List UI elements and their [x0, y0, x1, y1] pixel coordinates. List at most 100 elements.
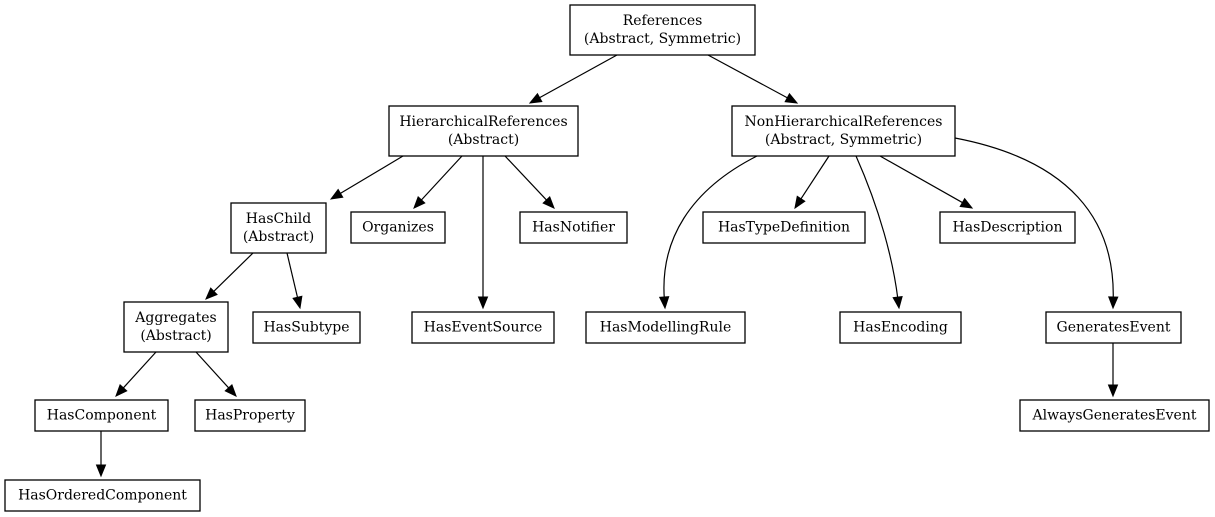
edge-non-hierarchical-references-to-generates-event	[954, 137, 1119, 310]
node-has-event-source: HasEventSource	[411, 311, 555, 344]
edge-hierarchical-references-to-has-event-source-arrowhead	[477, 296, 489, 310]
node-has-child: HasChild (Abstract)	[230, 202, 327, 254]
node-references-box	[569, 4, 756, 56]
edge-has-child-to-has-subtype-arrowhead	[292, 295, 303, 310]
node-hierarchical-references: HierarchicalReferences(Abstract)	[388, 105, 579, 157]
node-hierarchical-references-box	[388, 105, 579, 157]
edge-aggregates-to-has-component-arrowhead	[115, 383, 128, 397]
node-references-label-line-1: References	[623, 13, 703, 29]
node-has-type-definition-label-line-1: HasTypeDefinition	[718, 220, 850, 236]
edge-non-hierarchical-references-to-has-encoding-line	[855, 155, 899, 300]
edges-layer	[95, 54, 1119, 478]
edge-has-child-to-aggregates-line	[212, 252, 254, 294]
edge-hierarchical-references-to-has-notifier	[504, 155, 555, 209]
edge-references-to-non-hierarchical-references-line	[707, 54, 790, 100]
edge-has-child-to-aggregates-arrowhead	[205, 287, 218, 300]
edge-aggregates-to-has-component	[115, 351, 157, 397]
node-has-modelling-rule-box	[585, 311, 746, 344]
edge-generates-event-to-always-generates-event	[1107, 343, 1119, 398]
node-generates-event-label-line-1: GeneratesEvent	[1057, 320, 1171, 336]
node-has-modelling-rule: HasModellingRule	[585, 311, 746, 344]
edge-hierarchical-references-to-has-notifier-arrowhead	[542, 196, 555, 209]
node-has-subtype-box	[252, 311, 361, 344]
node-has-event-source-box	[411, 311, 555, 344]
node-has-property-box	[194, 399, 306, 432]
node-has-property-label-line-1: HasProperty	[205, 408, 295, 424]
node-has-ordered-component-label-line-1: HasOrderedComponent	[18, 488, 187, 504]
edge-references-to-hierarchical-references-arrowhead	[528, 92, 543, 104]
edge-non-hierarchical-references-to-has-description-arrowhead	[959, 197, 974, 209]
edge-has-component-to-has-ordered-component	[95, 431, 107, 478]
edge-has-child-to-has-subtype	[286, 252, 303, 310]
node-organizes-label-line-1: Organizes	[362, 220, 434, 236]
edge-non-hierarchical-references-to-has-modelling-rule-line	[663, 155, 758, 300]
edge-references-to-non-hierarchical-references	[707, 54, 799, 104]
edge-non-hierarchical-references-to-has-description-line	[879, 155, 965, 205]
node-has-event-source-label-line-1: HasEventSource	[424, 320, 543, 336]
edge-hierarchical-references-to-organizes-line	[419, 155, 463, 202]
node-has-component-label-line-1: HasComponent	[47, 408, 157, 424]
edge-generates-event-to-always-generates-event-arrowhead	[1107, 384, 1119, 398]
node-has-encoding: HasEncoding	[839, 311, 962, 344]
edge-non-hierarchical-references-to-has-modelling-rule-arrowhead	[658, 296, 670, 310]
node-aggregates-label-line-2: (Abstract)	[140, 328, 211, 344]
node-has-child-box	[230, 202, 327, 254]
node-non-hierarchical-references-label-line-1: NonHierarchicalReferences	[745, 114, 943, 130]
node-non-hierarchical-references: NonHierarchicalReferences (Abstract, Symm…	[731, 105, 956, 157]
edge-has-component-to-has-ordered-component-arrowhead	[95, 464, 107, 478]
edge-hierarchical-references-to-has-notifier-line	[504, 155, 549, 202]
node-generates-event-box	[1045, 311, 1182, 344]
node-has-ordered-component-box	[4, 479, 201, 512]
edge-non-hierarchical-references-to-has-type-definition-arrowhead	[794, 195, 806, 210]
edge-aggregates-to-has-property-arrowhead	[224, 383, 237, 397]
node-aggregates-box	[123, 301, 229, 353]
edge-aggregates-to-has-component-line	[121, 351, 157, 390]
node-has-child-label-line-1: HasChild	[246, 211, 311, 227]
edge-references-to-hierarchical-references-line	[537, 54, 618, 100]
node-has-modelling-rule-label-line-1: HasModellingRule	[600, 320, 731, 336]
node-has-type-definition: HasTypeDefinition	[702, 211, 866, 244]
edge-non-hierarchical-references-to-has-description	[879, 155, 974, 209]
edge-has-child-to-aggregates	[205, 252, 254, 300]
node-has-description-box	[939, 211, 1076, 244]
edge-references-to-hierarchical-references	[528, 54, 618, 104]
node-always-generates-event-box	[1019, 399, 1210, 432]
node-organizes-box	[350, 211, 446, 244]
node-non-hierarchical-references-label-line-2: (Abstract, Symmetric)	[765, 132, 922, 148]
edge-non-hierarchical-references-to-generates-event-arrowhead	[1108, 296, 1119, 310]
nodes-layer: References (Abstract, Symmetric) Hierarchi…	[4, 4, 1210, 512]
node-has-encoding-label-line-1: HasEncoding	[853, 320, 948, 336]
node-has-description-label-line-1: HasDescription	[953, 220, 1063, 236]
edge-hierarchical-references-to-organizes	[413, 155, 463, 209]
node-has-property: HasProperty	[194, 399, 306, 432]
node-aggregates: Aggregates (Abstract)	[123, 301, 229, 353]
node-has-component-box	[34, 399, 169, 432]
node-has-notifier: HasNotifier	[519, 211, 628, 244]
node-references-label-line-2: (Abstract, Symmetric)	[584, 31, 741, 47]
edge-hierarchical-references-to-has-child-line	[338, 155, 404, 195]
edge-aggregates-to-has-property-line	[195, 351, 231, 390]
edge-references-to-non-hierarchical-references-arrowhead	[784, 92, 799, 104]
node-has-type-definition-box	[702, 211, 866, 244]
node-has-description: HasDescription	[939, 211, 1076, 244]
node-non-hierarchical-references-box	[731, 105, 956, 157]
node-hierarchical-references-label-line-2: (Abstract)	[448, 132, 519, 148]
edge-non-hierarchical-references-to-has-type-definition-line	[799, 155, 830, 201]
node-has-subtype-label-line-1: HasSubtype	[263, 320, 349, 336]
node-has-encoding-box	[839, 311, 962, 344]
edge-hierarchical-references-to-has-event-source	[477, 156, 489, 310]
edge-non-hierarchical-references-to-generates-event-line	[954, 137, 1114, 300]
edge-non-hierarchical-references-to-has-encoding	[855, 155, 903, 310]
node-has-ordered-component: HasOrderedComponent	[4, 479, 201, 512]
node-aggregates-label-line-1: Aggregates	[134, 310, 216, 326]
node-organizes: Organizes	[350, 211, 446, 244]
edge-has-child-to-has-subtype-line	[286, 252, 299, 300]
edge-hierarchical-references-to-organizes-arrowhead	[413, 195, 426, 209]
node-has-subtype: HasSubtype	[252, 311, 361, 344]
node-always-generates-event-label-line-1: AlwaysGeneratesEvent	[1032, 408, 1197, 424]
node-has-child-label-line-2: (Abstract)	[243, 229, 314, 245]
node-has-notifier-box	[519, 211, 628, 244]
edge-non-hierarchical-references-to-has-modelling-rule	[658, 155, 758, 310]
edge-aggregates-to-has-property	[195, 351, 237, 397]
